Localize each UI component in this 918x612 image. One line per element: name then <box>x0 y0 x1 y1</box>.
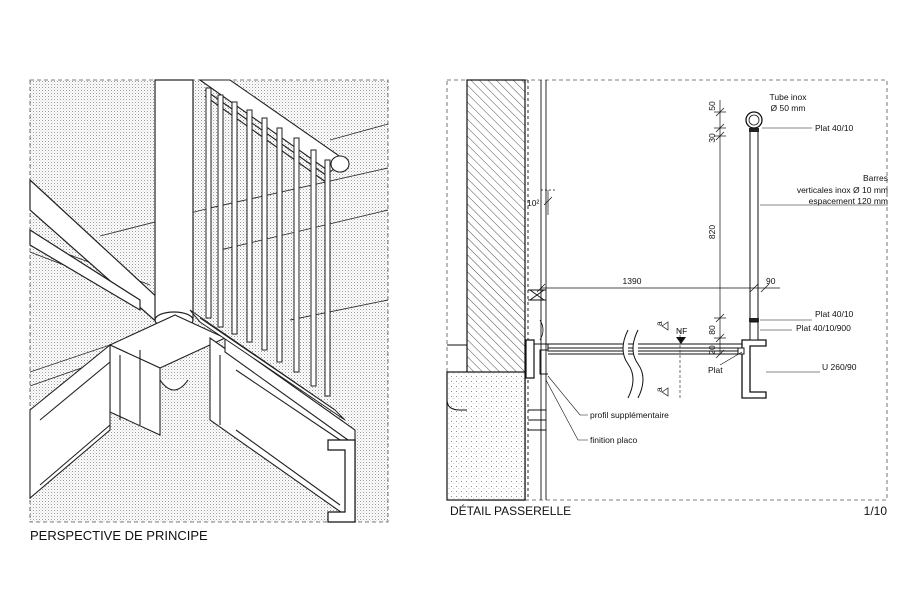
perspective-drawing <box>29 79 389 524</box>
dim-50: 50 <box>707 101 717 111</box>
balusters <box>205 87 331 397</box>
label-u-profile: U 260/90 <box>822 362 857 372</box>
dim-20: 20 <box>707 345 717 355</box>
vertical-dimension <box>714 100 726 359</box>
label-barres-3: espacement 120 mm <box>809 196 888 206</box>
label-plat-top: Plat 40/10 <box>815 123 854 133</box>
label-plat-bottom: Plat 40/10 <box>815 309 854 319</box>
dim-90: 90 <box>766 276 776 286</box>
baluster-elevation <box>749 129 759 321</box>
u-profile-end <box>327 439 356 523</box>
plat-top <box>749 128 759 132</box>
u-260-90 <box>741 339 767 399</box>
label-tube: Tube inox <box>769 92 807 102</box>
horizontal-dimension <box>536 189 780 293</box>
floor-beams <box>29 314 356 524</box>
nf-marker <box>676 337 686 344</box>
label-barres-2: verticales inox Ø 10 mm <box>797 185 888 195</box>
label-barres-1: Barres <box>863 173 888 183</box>
detail-caption: DÉTAIL PASSERELLE <box>450 503 571 518</box>
detail-scale: 1/10 <box>864 504 888 518</box>
plat-small <box>737 347 745 355</box>
label-nf: NF <box>676 326 687 336</box>
perspective-caption: PERSPECTIVE DE PRINCIPE <box>30 528 208 543</box>
slab-section <box>446 371 526 501</box>
detail-drawing <box>446 79 888 501</box>
dim-30: 30 <box>707 133 717 143</box>
dim-102: 10² <box>527 198 539 208</box>
dim-80: 80 <box>707 325 717 335</box>
finition-placo <box>527 80 547 500</box>
plat-bottom <box>749 318 759 322</box>
label-section-a-bottom: a <box>654 387 664 392</box>
label-tube-dia: Ø 50 mm <box>771 103 806 113</box>
label-section-a-top: a <box>654 321 664 326</box>
column <box>154 79 194 321</box>
label-profil: profil supplémentaire <box>590 410 669 420</box>
section-marker-bottom <box>661 387 669 397</box>
dim-1390: 1390 <box>623 276 642 286</box>
section-marker-top <box>661 321 669 331</box>
dim-820: 820 <box>707 225 717 239</box>
label-plat-900: Plat 40/10/900 <box>796 323 851 333</box>
profil-supplementaire <box>525 339 535 379</box>
label-finition: finition placo <box>590 435 638 445</box>
label-plat: Plat <box>708 365 723 375</box>
tube-section <box>745 111 763 129</box>
